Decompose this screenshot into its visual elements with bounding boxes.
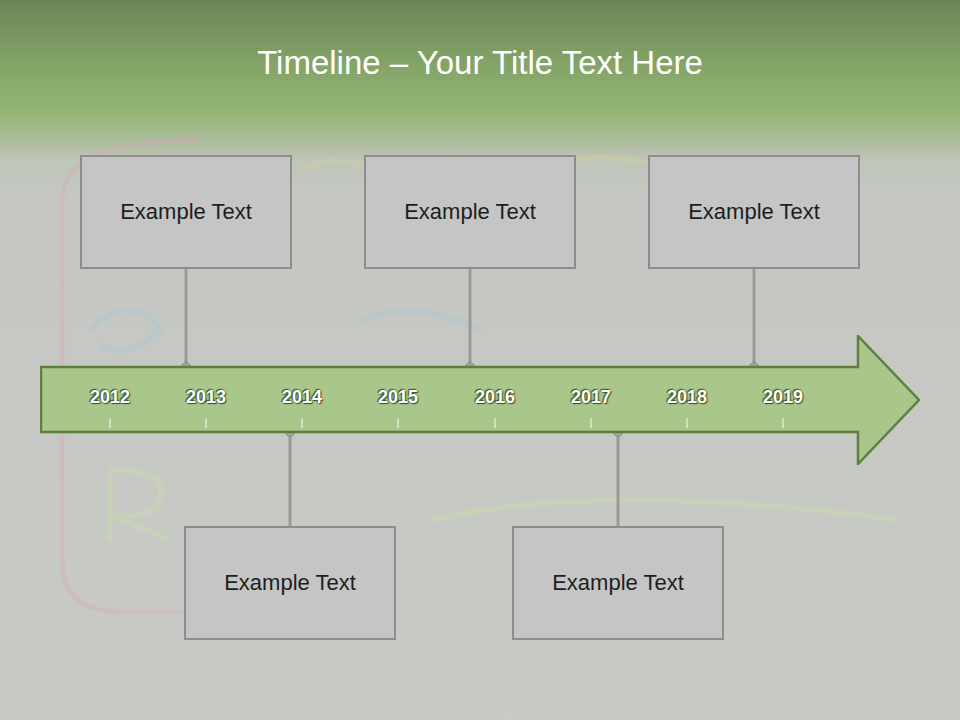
event-box: Example Text: [512, 526, 724, 640]
leader-connector: [750, 269, 759, 372]
connector-line: [617, 432, 620, 526]
year-label: 2018: [667, 387, 707, 408]
event-box: Example Text: [184, 526, 396, 640]
connector-line: [185, 269, 188, 367]
leader-connector: [614, 428, 623, 527]
event-text: Example Text: [224, 570, 356, 596]
leader-connector: [286, 428, 295, 527]
year-label: 2012: [90, 387, 130, 408]
tick-mark: [494, 418, 495, 428]
event-box: Example Text: [364, 155, 576, 269]
event-box: Example Text: [80, 155, 292, 269]
tick-mark: [397, 418, 398, 428]
tick-mark: [109, 418, 110, 428]
timeline-arrow: 2012 2013 2014 2015 2016 2017 2018 2019: [40, 335, 920, 465]
connector-line: [289, 432, 292, 526]
year-label: 2017: [571, 387, 611, 408]
chalk-stroke: [90, 310, 480, 350]
year-label: 2016: [475, 387, 515, 408]
tick-mark: [782, 418, 783, 428]
year-label: 2019: [763, 387, 803, 408]
event-text: Example Text: [688, 199, 820, 225]
tick-mark: [301, 418, 302, 428]
event-text: Example Text: [120, 199, 252, 225]
year-label: 2013: [186, 387, 226, 408]
event-box: Example Text: [648, 155, 860, 269]
tick-mark: [590, 418, 591, 428]
arrow-outline: [41, 336, 919, 464]
tick-mark: [686, 418, 687, 428]
connector-line: [753, 269, 756, 367]
event-text: Example Text: [552, 570, 684, 596]
connector-line: [469, 269, 472, 367]
leader-connector: [182, 269, 191, 372]
year-label: 2014: [282, 387, 322, 408]
year-label: 2015: [378, 387, 418, 408]
event-text: Example Text: [404, 199, 536, 225]
slide-title: Timeline – Your Title Text Here: [0, 44, 960, 82]
leader-connector: [466, 269, 475, 372]
tick-mark: [205, 418, 206, 428]
